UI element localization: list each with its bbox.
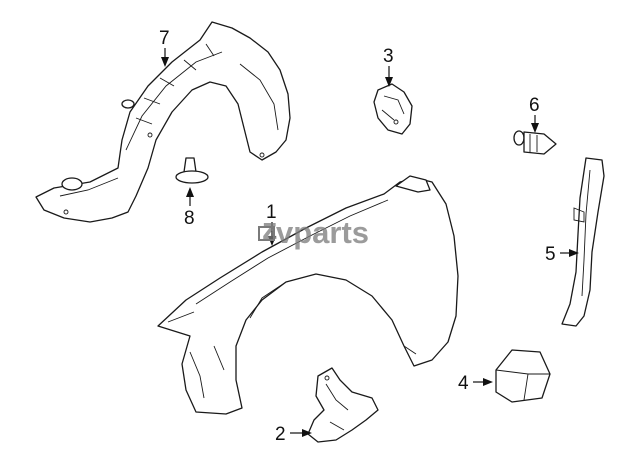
arrow-head-icon	[531, 123, 539, 133]
watermark-prefix: z	[262, 211, 278, 246]
callout-number-3: 3	[383, 46, 394, 67]
arrow-head-icon	[385, 77, 393, 87]
arrow-head-icon	[302, 429, 312, 437]
callout-8: 8	[184, 187, 195, 229]
callout-4: 4	[458, 373, 493, 394]
callout-number-2: 2	[275, 424, 286, 445]
watermark-text: vparts	[276, 215, 369, 250]
fender-side-bracket-part	[561, 157, 605, 327]
callout-5: 5	[545, 244, 579, 265]
callout-number-8: 8	[184, 208, 195, 229]
callout-number-1: 1	[266, 202, 277, 223]
insulator-block-part	[495, 349, 551, 403]
callout-number-4: 4	[458, 373, 469, 394]
push-clip-part	[513, 130, 557, 155]
fender-bracket-upper-part	[373, 83, 413, 135]
callout-number-6: 6	[529, 95, 540, 116]
liner-retainer-part	[175, 157, 209, 184]
callout-2: 2	[275, 424, 312, 445]
watermark-box-icon	[258, 226, 275, 241]
watermark-logo: z vparts	[258, 211, 369, 250]
front-fender-part	[157, 175, 459, 415]
fender-liner-part	[35, 21, 291, 223]
callout-number-5: 5	[545, 244, 556, 265]
callout-number-7: 7	[159, 28, 170, 49]
callout-6: 6	[529, 95, 540, 133]
fender-bracket-lower-part	[307, 367, 379, 443]
arrow-head-icon	[161, 57, 169, 67]
arrow-head-icon	[569, 249, 579, 257]
arrow-head-icon	[186, 187, 194, 197]
callout-7: 7	[159, 28, 170, 67]
arrow-head-icon	[483, 378, 493, 386]
callout-3: 3	[383, 46, 394, 87]
